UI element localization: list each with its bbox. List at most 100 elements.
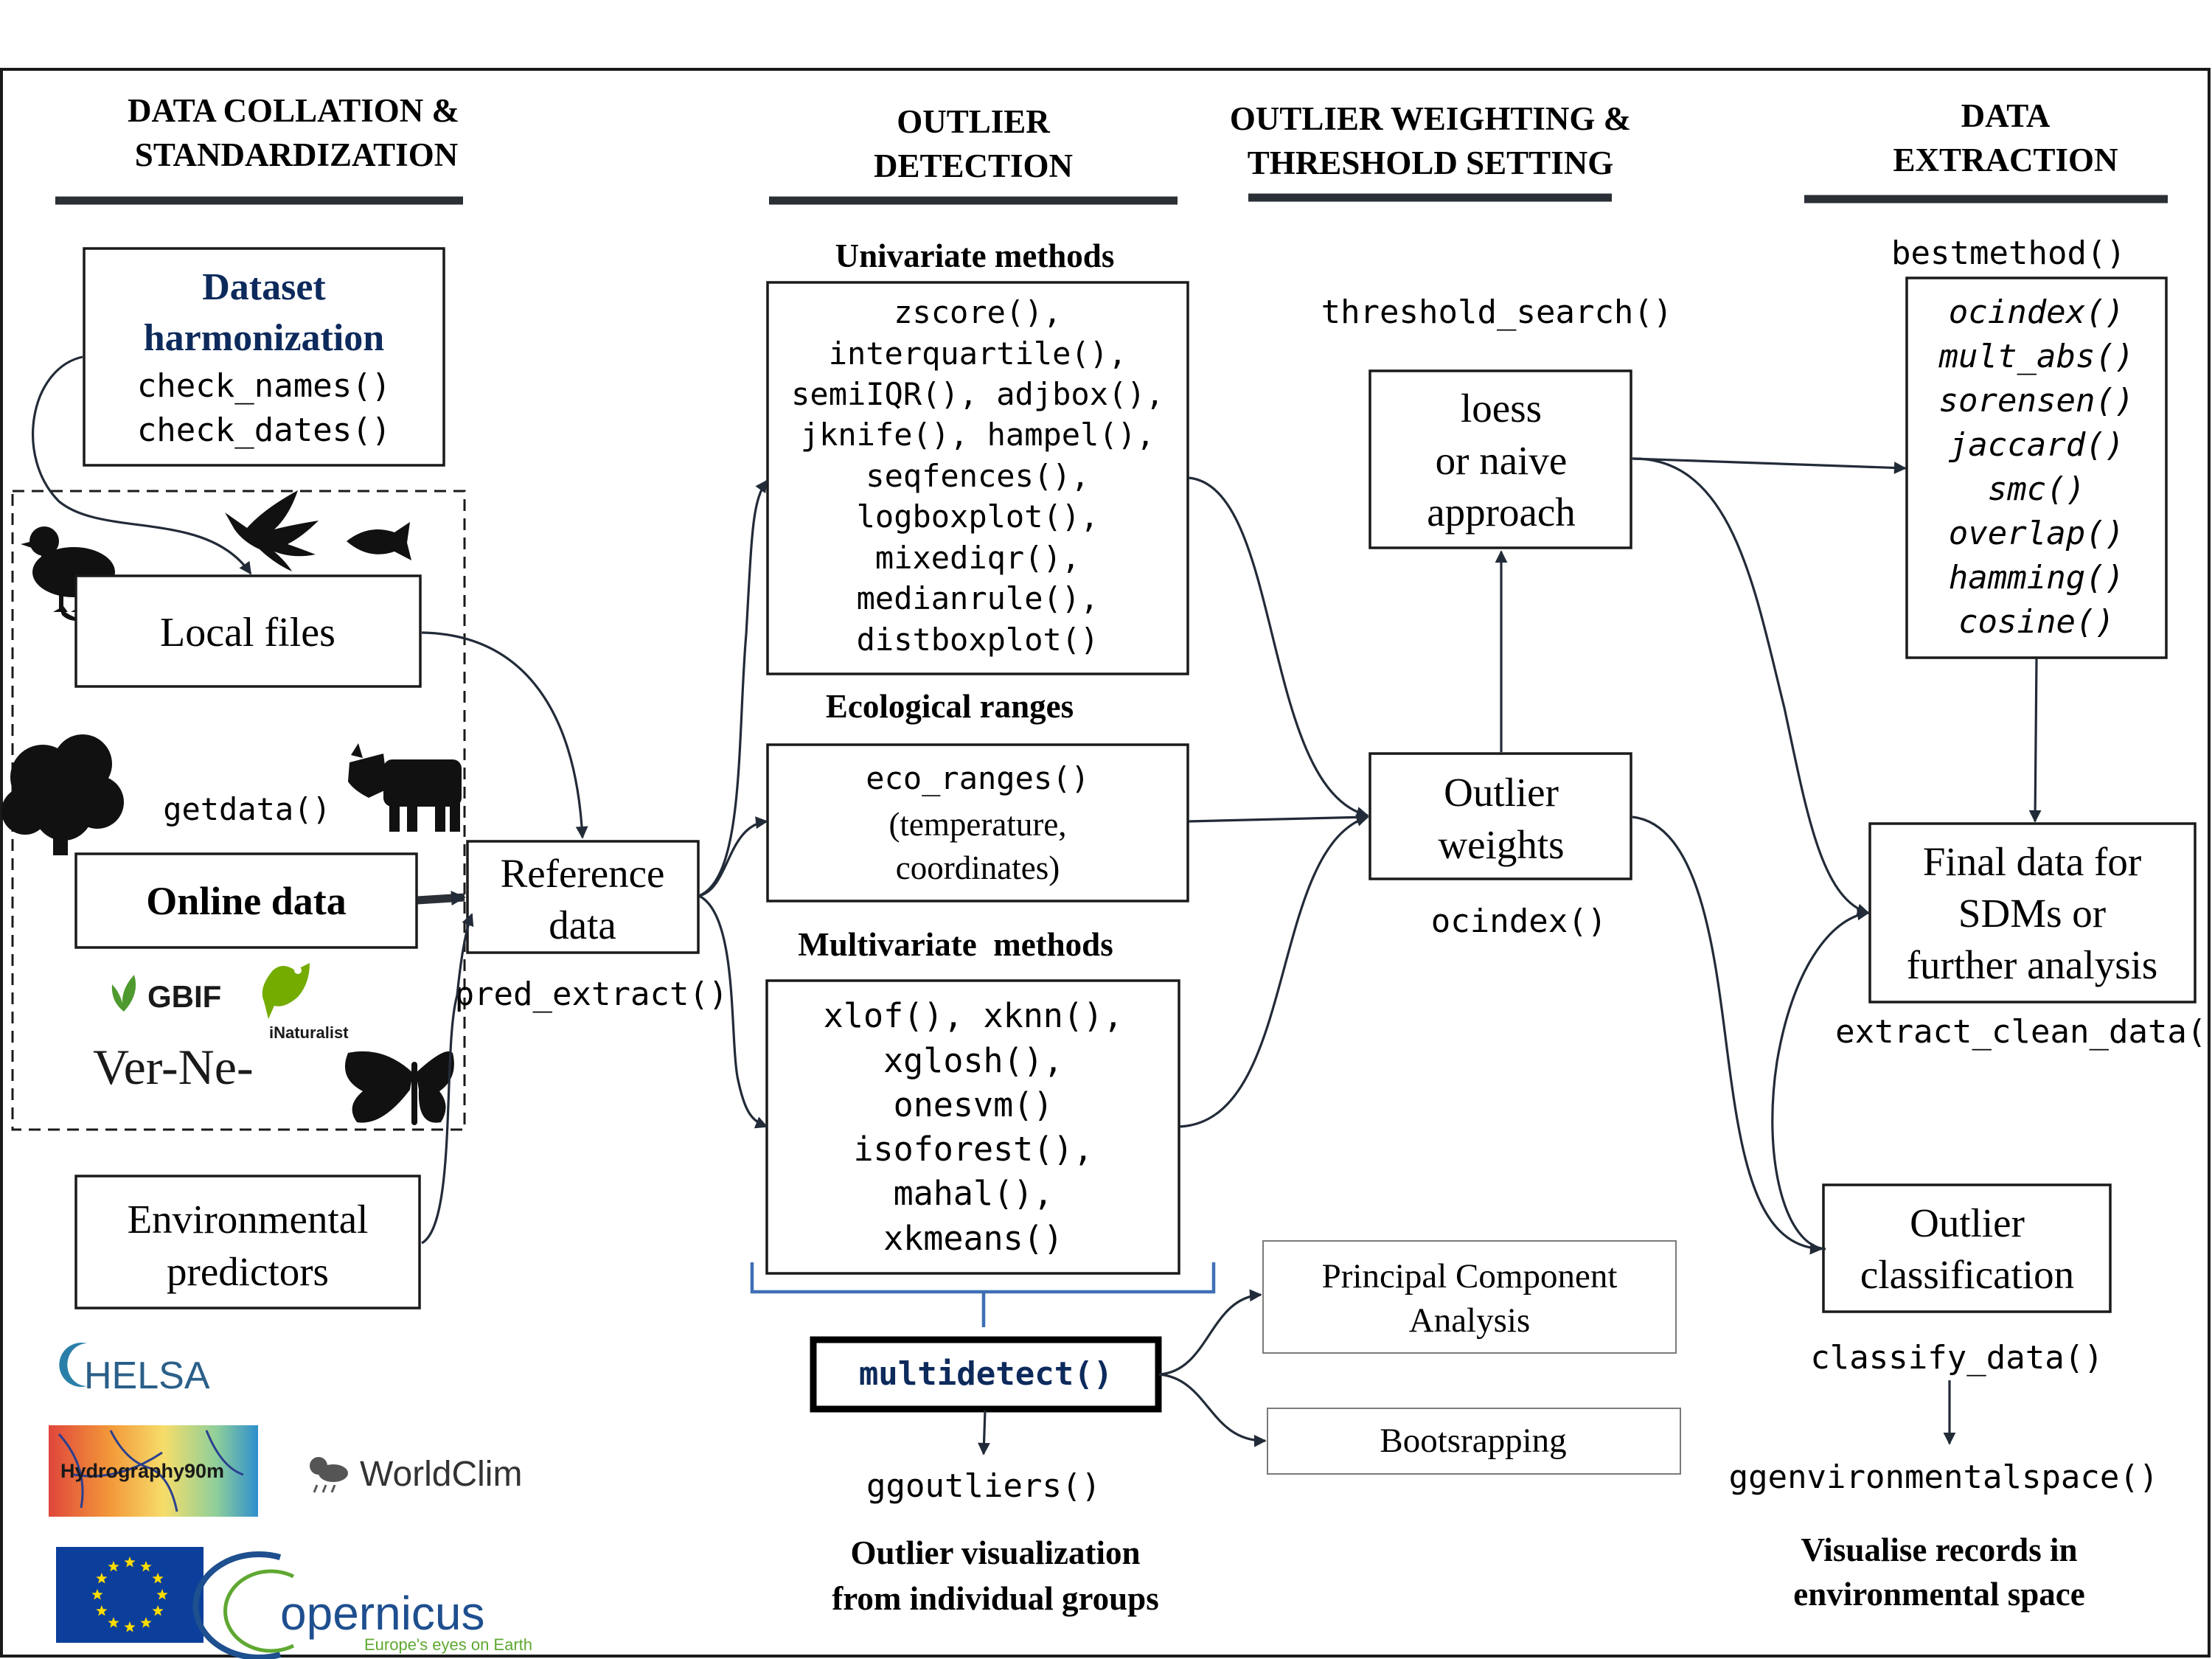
online-data-box	[74, 852, 418, 949]
arrow-univariate-to-weights	[1188, 476, 1369, 819]
eu-star	[96, 1605, 108, 1616]
header-detection-line1: OUTLIER	[897, 103, 1050, 140]
classify-data-function: classify_data()	[1810, 1339, 2103, 1377]
similarity-functions-box	[1905, 276, 2168, 659]
outlier-classification-line2: classification	[1860, 1252, 2074, 1297]
hummingbird-icon	[225, 490, 319, 571]
header-detection-line2: DETECTION	[874, 147, 1073, 184]
pca-line2: Analysis	[1409, 1301, 1531, 1340]
worldclim-wordmark: WorldClim	[360, 1455, 522, 1494]
multivariate-function: xglosh(),	[883, 1041, 1063, 1080]
multivariate-title: Multivariate methods	[798, 926, 1113, 963]
outlier-classification-box	[1822, 1183, 2112, 1313]
multivariate-methods-box	[765, 979, 1180, 1275]
copernicus-wordmark: opernicus	[280, 1587, 485, 1640]
univariate-function: medianrule(),	[857, 580, 1099, 616]
loess-line3: approach	[1427, 490, 1576, 535]
visualise-records-line1: Visualise records in	[1801, 1531, 2077, 1568]
arrow-ecological-to-weights	[1188, 811, 1369, 824]
outlier-visualization-line1: Outlier visualization	[851, 1534, 1141, 1571]
multivariate-function: xlof(), xknn(),	[824, 996, 1123, 1035]
outer-frame	[0, 68, 2211, 1658]
local-files-box	[74, 574, 422, 688]
outlier-weights-box	[1368, 752, 1632, 880]
local-files-label: Local files	[160, 610, 335, 655]
group-brace	[750, 1262, 1216, 1327]
gbif-wordmark: GBIF	[147, 979, 221, 1014]
ocindex-function: ocindex()	[1431, 902, 1607, 940]
arrow-reference-to-ecological	[698, 816, 768, 897]
loess-line2: or naive	[1436, 438, 1568, 483]
eu-star	[108, 1617, 119, 1628]
threshold-search-function: threshold_search()	[1321, 293, 1673, 331]
univariate-function: jknife(), hampel(),	[801, 417, 1155, 453]
ecological-ranges-title: Ecological ranges	[826, 688, 1074, 725]
arrow-multidetect-to-bootstrapping	[1158, 1373, 1267, 1447]
eu-star	[152, 1573, 164, 1584]
multivariate-function: isoforest(),	[853, 1130, 1093, 1169]
multivariate-function: onesvm()	[894, 1085, 1054, 1124]
header-collation-line1: DATA COLLATION &	[128, 92, 459, 129]
arrow-online-data-to-reference	[417, 891, 466, 906]
header-extraction-line2: EXTRACTION	[1893, 142, 2118, 178]
similarity-function: overlap()	[1949, 515, 2124, 552]
inaturalist-logo: iNaturalist	[262, 963, 349, 1042]
arrow-reference-to-univariate	[698, 479, 768, 897]
eu-star	[124, 1621, 136, 1632]
arrow-similarity-to-final-data	[2028, 658, 2042, 823]
harmonization-title-line2: harmonization	[144, 317, 385, 359]
vertnet-wordmark: Ver-Ne-	[93, 1039, 254, 1095]
final-data-line1: Final data for	[1923, 839, 2141, 884]
univariate-function: seqfences(),	[866, 458, 1089, 494]
extract-clean-data-function: extract_clean_data()	[1835, 1013, 2212, 1051]
header-extraction-line1: DATA	[1961, 97, 2051, 134]
pca-box	[1262, 1240, 1677, 1354]
pca-line1: Principal Component	[1322, 1257, 1618, 1295]
univariate-function: zscore(),	[894, 294, 1062, 330]
eu-star	[96, 1573, 108, 1584]
environmental-predictors-box	[74, 1175, 421, 1310]
multivariate-function: xkmeans()	[883, 1219, 1063, 1258]
arrow-multivariate-to-weights	[1179, 814, 1369, 1128]
arrow-harmonization-to-local-files	[32, 355, 252, 575]
eco-ranges-detail-line1: (temperature,	[888, 806, 1066, 843]
loess-line1: loess	[1461, 386, 1542, 431]
header-detection: OUTLIER DETECTION	[874, 103, 1073, 184]
bootstrapping-label: Bootsrapping	[1380, 1422, 1566, 1460]
eu-star	[91, 1589, 103, 1600]
pred-extract-function: pred_extract()	[455, 975, 728, 1013]
header-extraction: DATA EXTRACTION	[1893, 97, 2118, 178]
connectors	[32, 355, 2042, 1455]
outlier-visualization-line2: from individual groups	[832, 1580, 1158, 1617]
copernicus-tagline: Europe's eyes on Earth	[364, 1635, 532, 1654]
gbif-logo: GBIF	[111, 975, 221, 1014]
final-data-line3: further analysis	[1907, 942, 2158, 987]
eco-ranges-function: eco_ranges()	[866, 760, 1089, 796]
header-collation-line2: STANDARDIZATION	[135, 136, 458, 173]
univariate-function: semiIQR(), adjbox(),	[791, 376, 1164, 412]
similarity-function: hamming()	[1949, 559, 2124, 597]
univariate-function: mixediqr(),	[875, 540, 1080, 576]
bootstrapping-box	[1267, 1408, 1681, 1475]
univariate-function: distboxplot()	[857, 622, 1099, 658]
cow-icon	[348, 743, 462, 832]
header-weighting-line1: OUTLIER WEIGHTING &	[1230, 100, 1631, 137]
arrow-weights-to-classification	[1632, 815, 1823, 1255]
chelsa-wordmark: HELSA	[84, 1354, 210, 1397]
vertnet-logo: Ver-Ne-	[93, 1039, 254, 1095]
check-dates-function: check_dates()	[137, 411, 391, 449]
header-weighting: OUTLIER WEIGHTING & THRESHOLD SETTING	[1230, 100, 1631, 181]
online-data-label: Online data	[146, 879, 347, 923]
multidetect-box[interactable]	[810, 1336, 1162, 1413]
multivariate-function: mahal(),	[894, 1174, 1054, 1213]
arrow-environmental-to-reference	[421, 913, 474, 1245]
eu-star	[140, 1560, 152, 1572]
univariate-function: logboxplot(),	[857, 498, 1099, 535]
final-data-box	[1868, 822, 2197, 1004]
ggoutliers-function: ggoutliers()	[866, 1467, 1101, 1505]
univariate-methods-box	[766, 281, 1189, 675]
harmonization-box	[83, 247, 445, 467]
final-data-line2: SDMs or	[1958, 891, 2106, 936]
outlier-classification-line1: Outlier	[1910, 1200, 2025, 1245]
eu-star	[156, 1589, 168, 1600]
